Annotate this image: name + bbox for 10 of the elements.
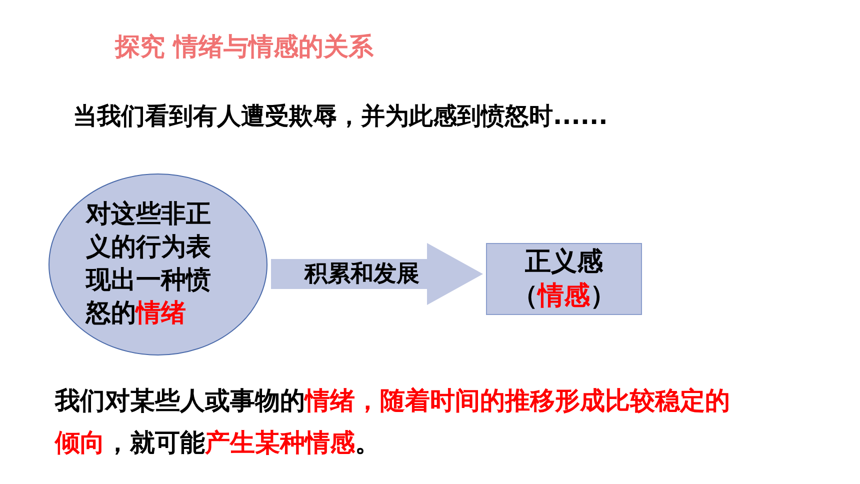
- ellipse-node: [48, 173, 268, 356]
- intro-text: 当我们看到有人遭受欺辱，并为此感到愤怒时......: [73, 101, 609, 132]
- node-heading: 正义感: [525, 246, 603, 279]
- process-box: [486, 243, 642, 315]
- node-text: 对这些非正义的行为表现出一种愤怒的情绪: [86, 198, 212, 329]
- block-arrow: [271, 243, 483, 305]
- node-subtext: （情感）: [512, 280, 616, 313]
- title: 探究 情绪与情感的关系: [115, 31, 374, 63]
- conclusion-text: 我们对某些人或事物的情绪，随着时间的推移形成比较稳定的倾向，就可能产生某种情感。: [55, 385, 731, 459]
- edge-label: 积累和发展: [304, 260, 420, 289]
